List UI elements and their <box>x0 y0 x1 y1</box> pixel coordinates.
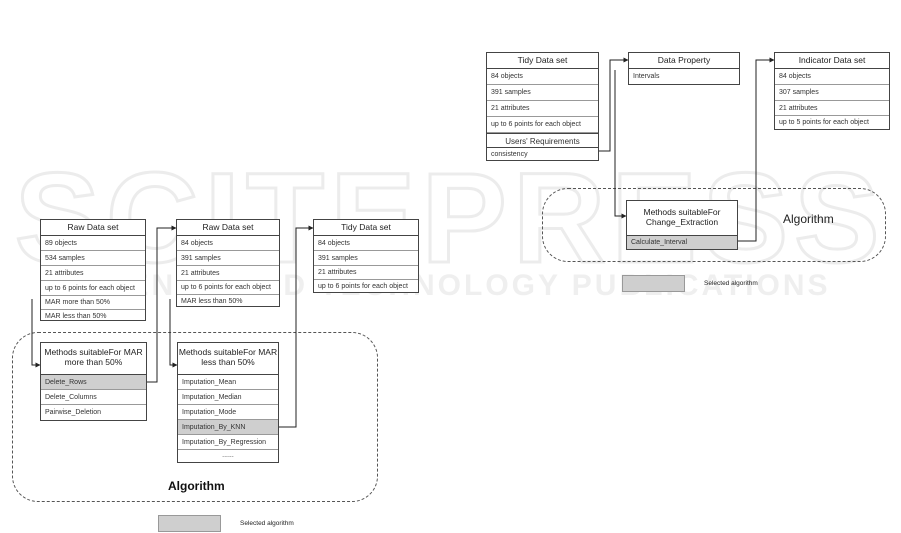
method-pairwise-deletion: Pairwise_Deletion <box>45 409 102 416</box>
indicator-data-set-title: Indicator Data set <box>775 53 889 69</box>
indicator-row: 21 attributes <box>775 101 889 116</box>
legend-swatch-right <box>622 275 685 292</box>
indicator-row: up to 5 points for each object <box>779 119 869 126</box>
raw2-row: 391 samples <box>177 251 279 266</box>
method-delete-columns: Delete_Columns <box>41 390 146 405</box>
tidy-left-row: 84 objects <box>314 236 418 251</box>
algorithm-region-right <box>542 188 886 262</box>
raw1-row: 534 samples <box>41 251 145 266</box>
indicator-row: 84 objects <box>775 69 889 85</box>
method-calculate-interval: Calculate_Interval <box>627 236 737 249</box>
tidy-left-row: up to 6 points for each object <box>318 283 408 290</box>
raw2-row: 21 attributes <box>177 266 279 281</box>
tidy-left-row: 21 attributes <box>314 266 418 280</box>
tidy-right-row: up to 6 points for each object <box>487 117 598 133</box>
methods-mar-more-50: Methods suitableFor MAR more than 50% De… <box>40 342 147 421</box>
algorithm-label-left: Algorithm <box>168 479 225 493</box>
methods-mar-more-50-title: Methods suitableFor MAR more than 50% <box>41 343 146 375</box>
raw-data-set-1-title: Raw Data set <box>41 220 145 236</box>
tidy-right-row: 391 samples <box>487 85 598 101</box>
raw1-row: MAR less than 50% <box>45 313 107 320</box>
method-imputation-regression: Imputation_By_Regression <box>178 435 278 450</box>
data-property: Data Property Intervals <box>628 52 740 85</box>
users-requirements-title: Users' Requirements <box>487 133 598 148</box>
tidy-data-set-left-title: Tidy Data set <box>314 220 418 236</box>
raw1-row: up to 6 points for each object <box>41 281 145 296</box>
method-delete-rows: Delete_Rows <box>41 375 146 390</box>
method-imputation-knn: Imputation_By_KNN <box>178 420 278 435</box>
raw2-row: MAR less than 50% <box>181 298 243 305</box>
legend-text-left: Selected algorithm <box>240 520 294 527</box>
raw-data-set-1: Raw Data set 89 objects 534 samples 21 a… <box>40 219 146 321</box>
methods-mar-less-50-title: Methods suitableFor MAR less than 50% <box>178 343 278 375</box>
legend-text-right: Selected algorithm <box>704 280 758 287</box>
tidy-data-set-right-title: Tidy Data set <box>487 53 598 69</box>
tidy-right-row: 21 attributes <box>487 101 598 117</box>
tidy-data-set-right: Tidy Data set 84 objects 391 samples 21 … <box>486 52 599 161</box>
raw2-row: 84 objects <box>177 236 279 251</box>
algorithm-label-right: Algorithm <box>783 212 834 226</box>
method-more-ellipsis: ...... <box>222 452 234 459</box>
method-imputation-median: Imputation_Median <box>178 390 278 405</box>
raw-data-set-2-title: Raw Data set <box>177 220 279 236</box>
legend-swatch-left <box>158 515 221 532</box>
data-property-title: Data Property <box>629 53 739 69</box>
property-intervals: Intervals <box>633 73 660 80</box>
raw-data-set-2: Raw Data set 84 objects 391 samples 21 a… <box>176 219 280 307</box>
tidy-data-set-left: Tidy Data set 84 objects 391 samples 21 … <box>313 219 419 293</box>
algorithm-region-left <box>12 332 378 502</box>
raw1-row: 21 attributes <box>41 266 145 281</box>
methods-change-extraction: Methods suitableFor Change_Extraction Ca… <box>626 200 738 250</box>
method-imputation-mean: Imputation_Mean <box>178 375 278 390</box>
indicator-data-set: Indicator Data set 84 objects 307 sample… <box>774 52 890 130</box>
method-imputation-mode: Imputation_Mode <box>178 405 278 420</box>
tidy-right-row: 84 objects <box>487 69 598 85</box>
indicator-row: 307 samples <box>775 85 889 101</box>
methods-change-extraction-title: Methods suitableFor Change_Extraction <box>627 201 737 236</box>
methods-mar-less-50: Methods suitableFor MAR less than 50% Im… <box>177 342 279 463</box>
raw1-row: MAR more than 50% <box>41 296 145 310</box>
raw1-row: 89 objects <box>41 236 145 251</box>
tidy-left-row: 391 samples <box>314 251 418 266</box>
raw2-row: up to 6 points for each object <box>177 281 279 295</box>
requirement-consistency: consistency <box>491 151 528 158</box>
